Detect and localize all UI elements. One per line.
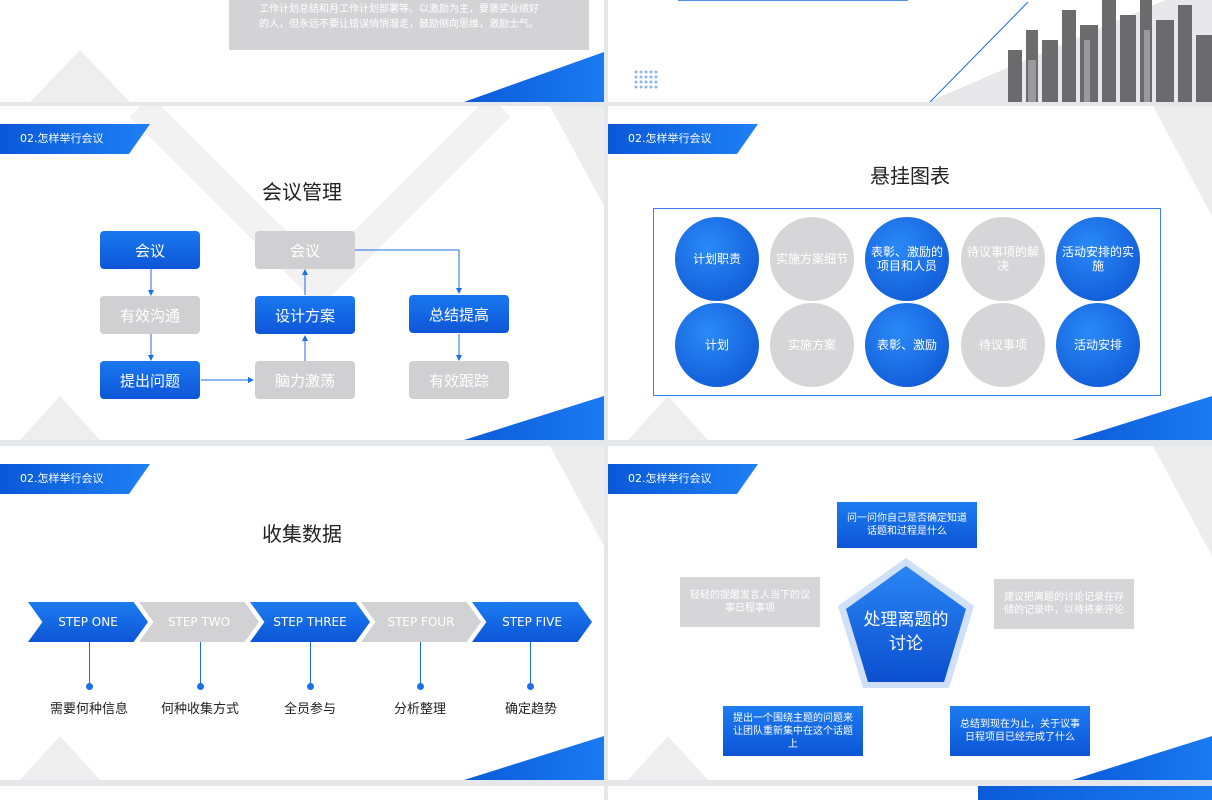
- slide-1: 工作计划总结和月工作计划部署等。以激励为主，要褒奖业绩好 的人，但永远不要让错误…: [0, 0, 604, 102]
- step-three: STEP THREE: [250, 602, 370, 642]
- top-blue-bar: [978, 786, 1212, 800]
- corner-blue-shape: [1072, 736, 1212, 780]
- slide-8-partial: [608, 786, 1212, 800]
- section-tag: 02.怎样举行会议: [0, 124, 150, 154]
- circle-activity-schedule: 活动安排: [1056, 303, 1140, 387]
- slide-title: 收集数据: [262, 522, 342, 546]
- center-title: 处理离题的讨论: [863, 610, 949, 654]
- step-dot: [197, 683, 204, 690]
- step-connector: [420, 642, 421, 686]
- step-connector: [89, 642, 90, 686]
- circle-activity-implementation: 活动安排的实施: [1056, 217, 1140, 301]
- slide-collect-data: 02.怎样举行会议 收集数据 STEP ONE STEP TWO STEP TH…: [0, 446, 604, 780]
- note-right: 建议把离题的讨论记录在存储的记录中，以待将来评论: [994, 579, 1134, 629]
- box-summarize-improve: 总结提高: [409, 295, 509, 333]
- circle-rewards: 表彰、激励: [865, 303, 949, 387]
- circle-pending-resolution: 待议事项的解决: [961, 217, 1045, 301]
- corner-blue-shape: [464, 396, 604, 440]
- city-image: [634, 0, 1212, 102]
- box-raise-questions: 提出问题: [100, 361, 200, 399]
- step-label-5: 确定趋势: [504, 702, 557, 717]
- step-connector: [200, 642, 201, 686]
- note-bottom-left: 提出一个围绕主题的问题来让团队重新集中在这个话题上: [723, 706, 863, 756]
- step-connector: [530, 642, 531, 686]
- slide-title: 悬挂图表: [870, 164, 950, 188]
- note-bottom-right: 总结到现在为止，关于议事日程项目已经完成了什么: [950, 706, 1090, 756]
- step-dot: [307, 683, 314, 690]
- section-tag: 02.怎样举行会议: [0, 464, 150, 494]
- step-dot: [527, 683, 534, 690]
- chart-frame: [653, 208, 1161, 396]
- step-label-1: 需要何种信息: [49, 702, 128, 717]
- step-two: STEP TWO: [139, 602, 259, 642]
- slide-2: [608, 0, 1212, 102]
- step-label-2: 何种收集方式: [160, 702, 239, 717]
- box-effective-communication: 有效沟通: [100, 296, 200, 334]
- box-meeting: 会议: [100, 231, 200, 269]
- step-dot: [417, 683, 424, 690]
- circle-pending-items: 待议事项: [961, 303, 1045, 387]
- box-design-plan: 设计方案: [255, 296, 355, 334]
- slide-hanging-chart: 02.怎样举行会议 悬挂图表 计划职责 实施方案细节 表彰、激励的项目和人员 待…: [608, 106, 1212, 440]
- section-tag: 02.怎样举行会议: [608, 464, 758, 494]
- step-dot: [86, 683, 93, 690]
- circle-plan: 计划: [675, 303, 759, 387]
- step-five: STEP FIVE: [472, 602, 592, 642]
- text-line-2: 的人，但永远不要让错误悄悄溜走，鼓励侧向思维，激励士气。: [259, 19, 539, 30]
- text-panel: 工作计划总结和月工作计划部署等。以激励为主，要褒奖业绩好 的人，但永远不要让错误…: [229, 0, 589, 50]
- corner-blue-shape: [464, 736, 604, 780]
- circle-plan-duties: 计划职责: [675, 217, 759, 301]
- corner-blue-shape: [1072, 396, 1212, 440]
- box-effective-tracking: 有效跟踪: [409, 361, 509, 399]
- step-label-4: 分析整理: [393, 702, 446, 717]
- circle-rewards-items: 表彰、激励的项目和人员: [865, 217, 949, 301]
- corner-blue-shape: [464, 52, 604, 102]
- slide-7-partial: [0, 786, 604, 800]
- step-connector: [310, 642, 311, 686]
- note-top: 问一问你自己是否确定知道话题和过程是什么: [837, 502, 977, 548]
- slide-title: 会议管理: [262, 180, 342, 204]
- step-four: STEP FOUR: [361, 602, 481, 642]
- step-label-3: 全员参与: [283, 702, 336, 717]
- step-one: STEP ONE: [28, 602, 148, 642]
- circle-implementation-plan: 实施方案: [770, 303, 854, 387]
- text-line-1: 工作计划总结和月工作计划部署等。以激励为主，要褒奖业绩好: [259, 4, 539, 15]
- box-brainstorm: 脑力激荡: [255, 361, 355, 399]
- box-meeting-2: 会议: [255, 231, 355, 269]
- section-tag: 02.怎样举行会议: [608, 124, 758, 154]
- circle-plan-details: 实施方案细节: [770, 217, 854, 301]
- slide-meeting-management: 02.怎样举行会议 会议管理 会议 有效沟通 提出问题 会议 设计方案 脑力激荡…: [0, 106, 604, 440]
- note-left: 轻轻的提醒发言人当下的议事日程事项: [680, 577, 820, 627]
- slide-off-topic-handling: 02.怎样举行会议 处理离题的讨论 问一问你自己是否确定知道话题和过程是什么 轻…: [608, 446, 1212, 780]
